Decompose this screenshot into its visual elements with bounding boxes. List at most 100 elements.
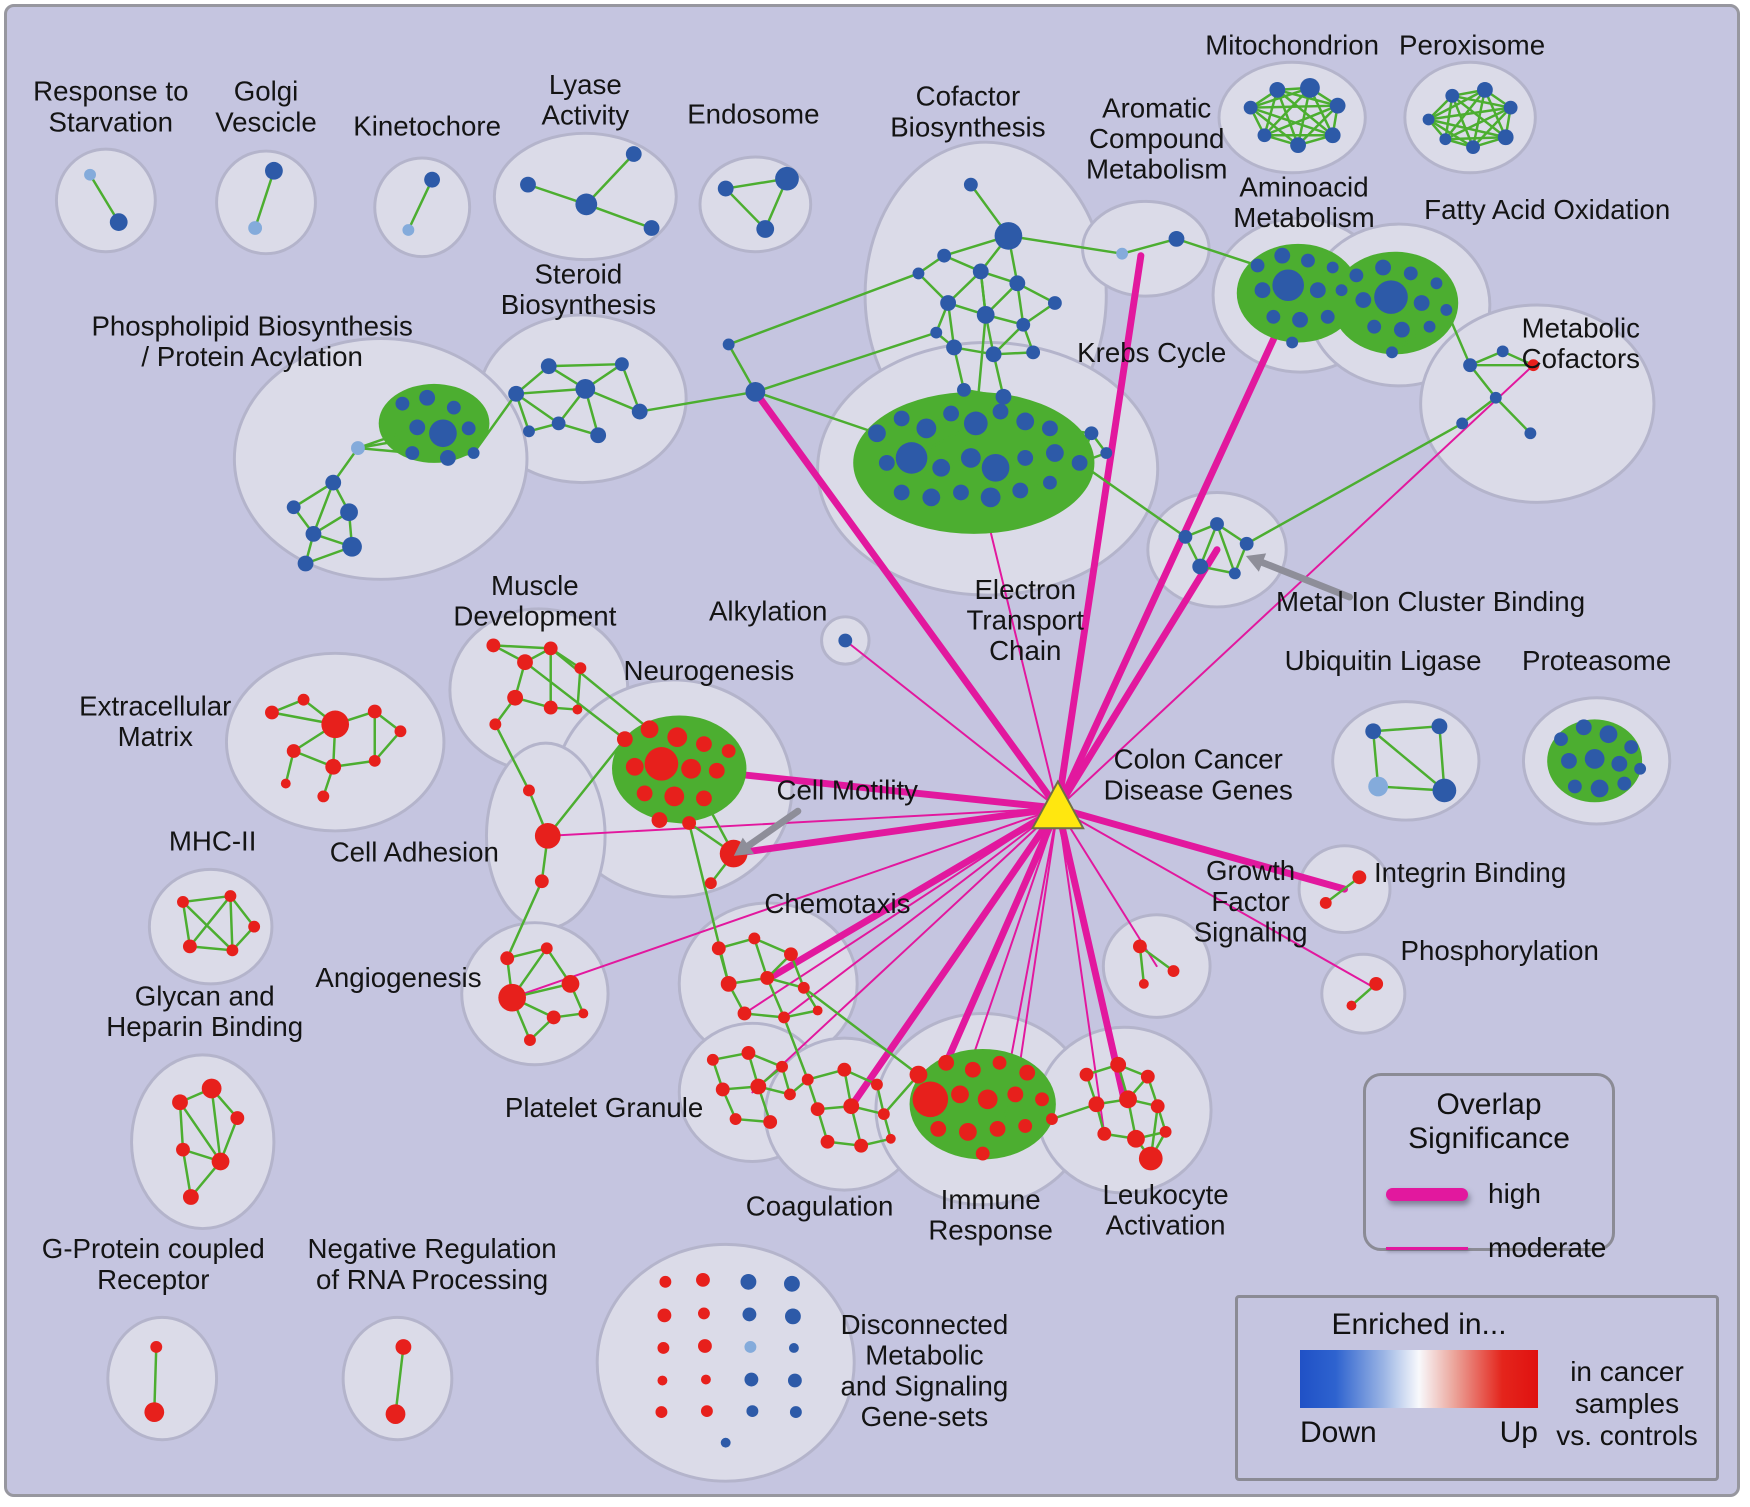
gene-set-node (578, 1008, 589, 1019)
edge-g-protein-coupled-receptor (153, 1345, 158, 1414)
gene-set-node (916, 418, 937, 439)
gene-set-node (895, 442, 928, 474)
label-proteasome: Proteasome (1522, 645, 1671, 676)
edge-endosome (724, 187, 767, 231)
gene-set-node (912, 267, 925, 280)
gene-set-node (975, 1146, 990, 1161)
gene-set-node (742, 1307, 757, 1322)
gene-set-node (1228, 567, 1241, 580)
edge-phospholipid-biosynthesis-protein-acylation (356, 426, 419, 450)
gene-set-node (616, 731, 633, 748)
gene-set-node (1272, 269, 1305, 302)
gene-set-node (1254, 282, 1271, 299)
gene-set-node (785, 1308, 801, 1325)
gene-set-node (144, 1402, 165, 1422)
label-peroxisome: Peroxisome (1399, 29, 1545, 60)
edge-ubiquitin-ligase (1371, 730, 1446, 792)
hub-overlap-edge-moderate (511, 807, 1059, 999)
gene-set-node (1634, 762, 1647, 775)
gene-set-node (972, 263, 989, 280)
edge-glycan-and-heparin-binding (210, 1087, 222, 1163)
gene-set-node (1178, 529, 1193, 544)
edge-steroid-biosynthesis (620, 362, 641, 413)
label-ubiquitin-ligase: Ubiquitin Ligase (1285, 645, 1482, 676)
gene-set-node (775, 166, 799, 191)
label-mhc-ii: MHC-II (169, 826, 257, 857)
label-coagulation: Coagulation (746, 1191, 894, 1222)
gene-set-node (1159, 1125, 1172, 1138)
cluster-bubble-ubiquitin-ligase (1331, 700, 1481, 822)
gene-set-node (226, 944, 239, 957)
cluster-bubble-angiogenesis (460, 921, 610, 1067)
gene-set-node (1567, 779, 1582, 794)
gene-set-node (1243, 100, 1258, 115)
gene-set-node (1119, 1090, 1137, 1109)
gene-set-node (109, 213, 128, 231)
gene-set-node (546, 1010, 561, 1025)
gene-set-node (995, 388, 1012, 405)
hub-overlap-edge-moderate (783, 807, 1059, 1019)
gene-set-node (810, 1102, 825, 1117)
gene-set-node (1413, 295, 1430, 311)
inter-cluster-edge (754, 331, 938, 394)
gene-set-node (784, 1088, 796, 1101)
gene-set-node (1599, 725, 1618, 744)
gene-set-node (1423, 320, 1436, 333)
gene-set-node (750, 1078, 767, 1095)
gene-set-node (1352, 870, 1367, 885)
label-neurogenesis: Neurogenesis (624, 655, 795, 686)
gene-set-node (700, 1405, 713, 1418)
gene-set-node (1035, 1092, 1049, 1107)
label-kinetochore: Kinetochore (353, 110, 501, 141)
hub-overlap-edge-high (751, 388, 1062, 812)
gene-set-node (776, 1060, 788, 1073)
gene-set-node (1329, 97, 1346, 114)
gene-set-node (286, 500, 301, 515)
gene-set-node (636, 785, 653, 802)
cluster-bubble-phospholipid-biosynthesis-protein-acylation (232, 337, 529, 581)
gene-set-node (932, 458, 951, 477)
gene-set-node (1097, 1126, 1112, 1141)
gene-set-node (177, 896, 189, 908)
label-metal-ion-cluster-binding: Metal Ion Cluster Binding (1276, 586, 1585, 617)
gene-set-node (778, 1011, 790, 1024)
gene-set-node (937, 248, 952, 263)
edge-metabolic-cofactors (1460, 396, 1498, 425)
edge-mitochondrion (1296, 104, 1339, 147)
enrichment-note: in cancer samples vs. controls (1556, 1356, 1698, 1451)
gene-set-node (1301, 253, 1315, 268)
edge-steroid-biosynthesis (514, 387, 587, 396)
gene-set-node (1367, 319, 1382, 334)
gene-set-node (744, 1372, 759, 1387)
gene-set-node (1167, 965, 1180, 977)
gene-set-node (540, 942, 553, 955)
edge-peroxisome (1471, 106, 1512, 149)
gene-set-node (657, 1308, 672, 1323)
gene-set-node (631, 403, 648, 420)
edge-glycan-and-heparin-binding (181, 1148, 193, 1199)
gene-set-node (1042, 420, 1058, 437)
hub-overlap-edge-high (847, 804, 1062, 1110)
gene-set-node (877, 1108, 890, 1121)
gene-set-node (1239, 536, 1254, 551)
hub-triangle-colon-cancer-disease-genes (1030, 779, 1085, 830)
inter-cluster-edge (1175, 237, 1259, 267)
gene-set-node (1140, 1069, 1155, 1084)
gene-set-node (985, 346, 1002, 363)
gene-set-node (682, 816, 697, 830)
gene-set-node (182, 1189, 199, 1205)
label-chemotaxis: Chemotaxis (764, 888, 910, 919)
label-cell-adhesion: Cell Adhesion (330, 837, 499, 868)
cluster-bubble-disconnected-metabolic-and-signaling-gene-sets (595, 1242, 856, 1483)
gene-set-node (720, 1437, 731, 1448)
overlap-significance-legend: Overlap Significance high moderate (1363, 1073, 1615, 1263)
gene-set-node (317, 790, 330, 803)
gene-set-node (953, 484, 969, 501)
gene-set-node (1617, 776, 1632, 791)
gene-set-node (940, 295, 957, 311)
gene-set-node (517, 654, 533, 671)
gene-set-node (946, 339, 962, 356)
